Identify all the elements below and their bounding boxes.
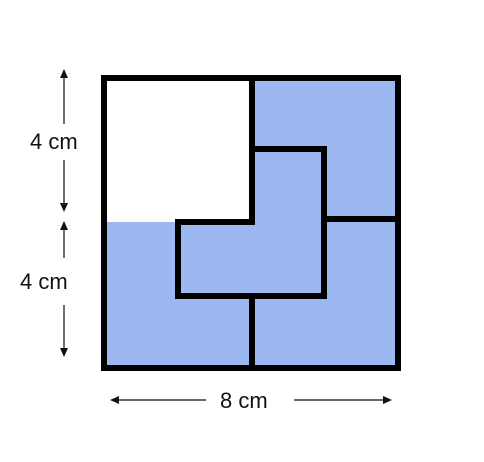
region-top-left-square xyxy=(104,78,252,222)
left-bottom-dimension-arrow-down xyxy=(60,348,68,357)
inner-outline-upper-center xyxy=(175,75,327,299)
left-top-dimension-arrow-up xyxy=(60,69,68,78)
bottom-dimension-label: 8 cm xyxy=(220,388,268,413)
left-top-dimension-label: 4 cm xyxy=(30,129,78,154)
left-bottom-dimension-label: 4 cm xyxy=(20,269,68,294)
left-top-dimension-arrow-down xyxy=(60,203,68,212)
bottom-dimension-arrow-right xyxy=(383,396,392,404)
left-bottom-dimension-arrow-up xyxy=(60,221,68,230)
bottom-dimension-arrow-left xyxy=(110,396,119,404)
